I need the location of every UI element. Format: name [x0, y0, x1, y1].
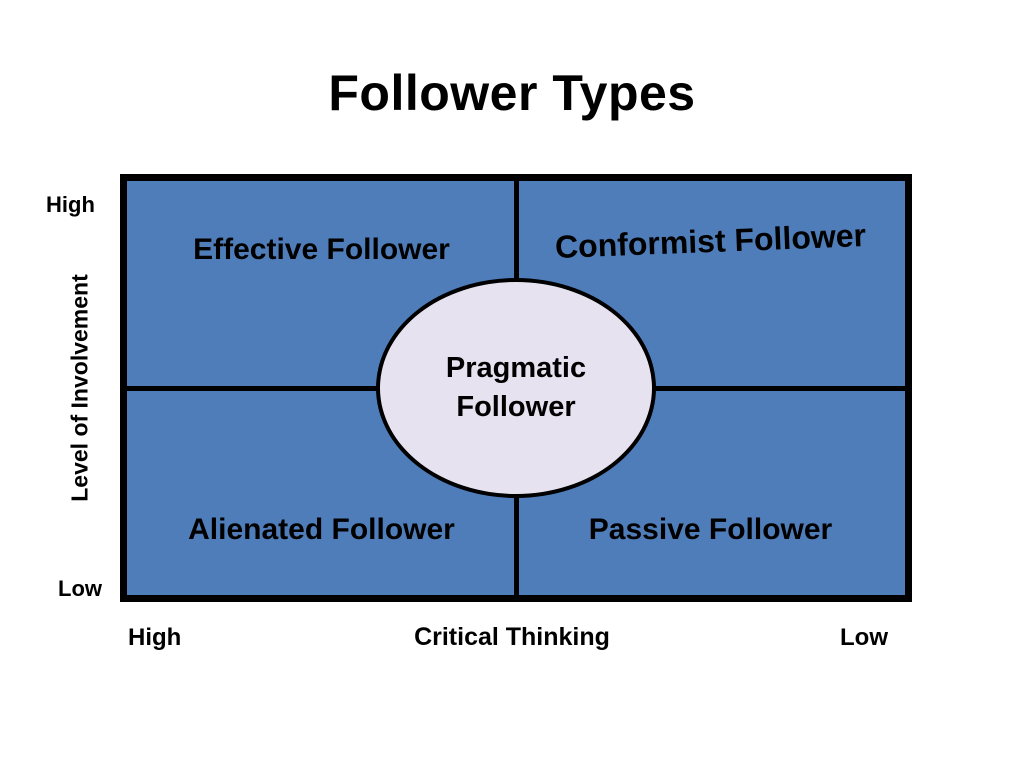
x-axis-label: Critical Thinking: [414, 623, 610, 651]
x-axis-high-label: High: [128, 624, 182, 651]
y-axis-high-label: High: [46, 192, 95, 217]
center-ellipse: Pragmatic Follower: [376, 278, 656, 498]
quadrant-label-conformist-follower: Conformist Follower: [554, 217, 867, 265]
page-title: Follower Types: [328, 65, 696, 121]
quadrant-label-passive-follower: Passive Follower: [588, 513, 833, 546]
quadrant-label-alienated-follower: Alienated Follower: [188, 513, 455, 546]
center-ellipse-label: Pragmatic Follower: [445, 351, 587, 423]
y-axis-label: Level of Involvement: [66, 274, 93, 502]
x-axis-low-label: Low: [840, 624, 888, 651]
y-axis-low-label: Low: [58, 576, 102, 601]
quadrant-label-effective-follower: Effective Follower: [193, 233, 450, 266]
quadrant-matrix: Effective Follower Conformist Follower A…: [120, 174, 912, 602]
